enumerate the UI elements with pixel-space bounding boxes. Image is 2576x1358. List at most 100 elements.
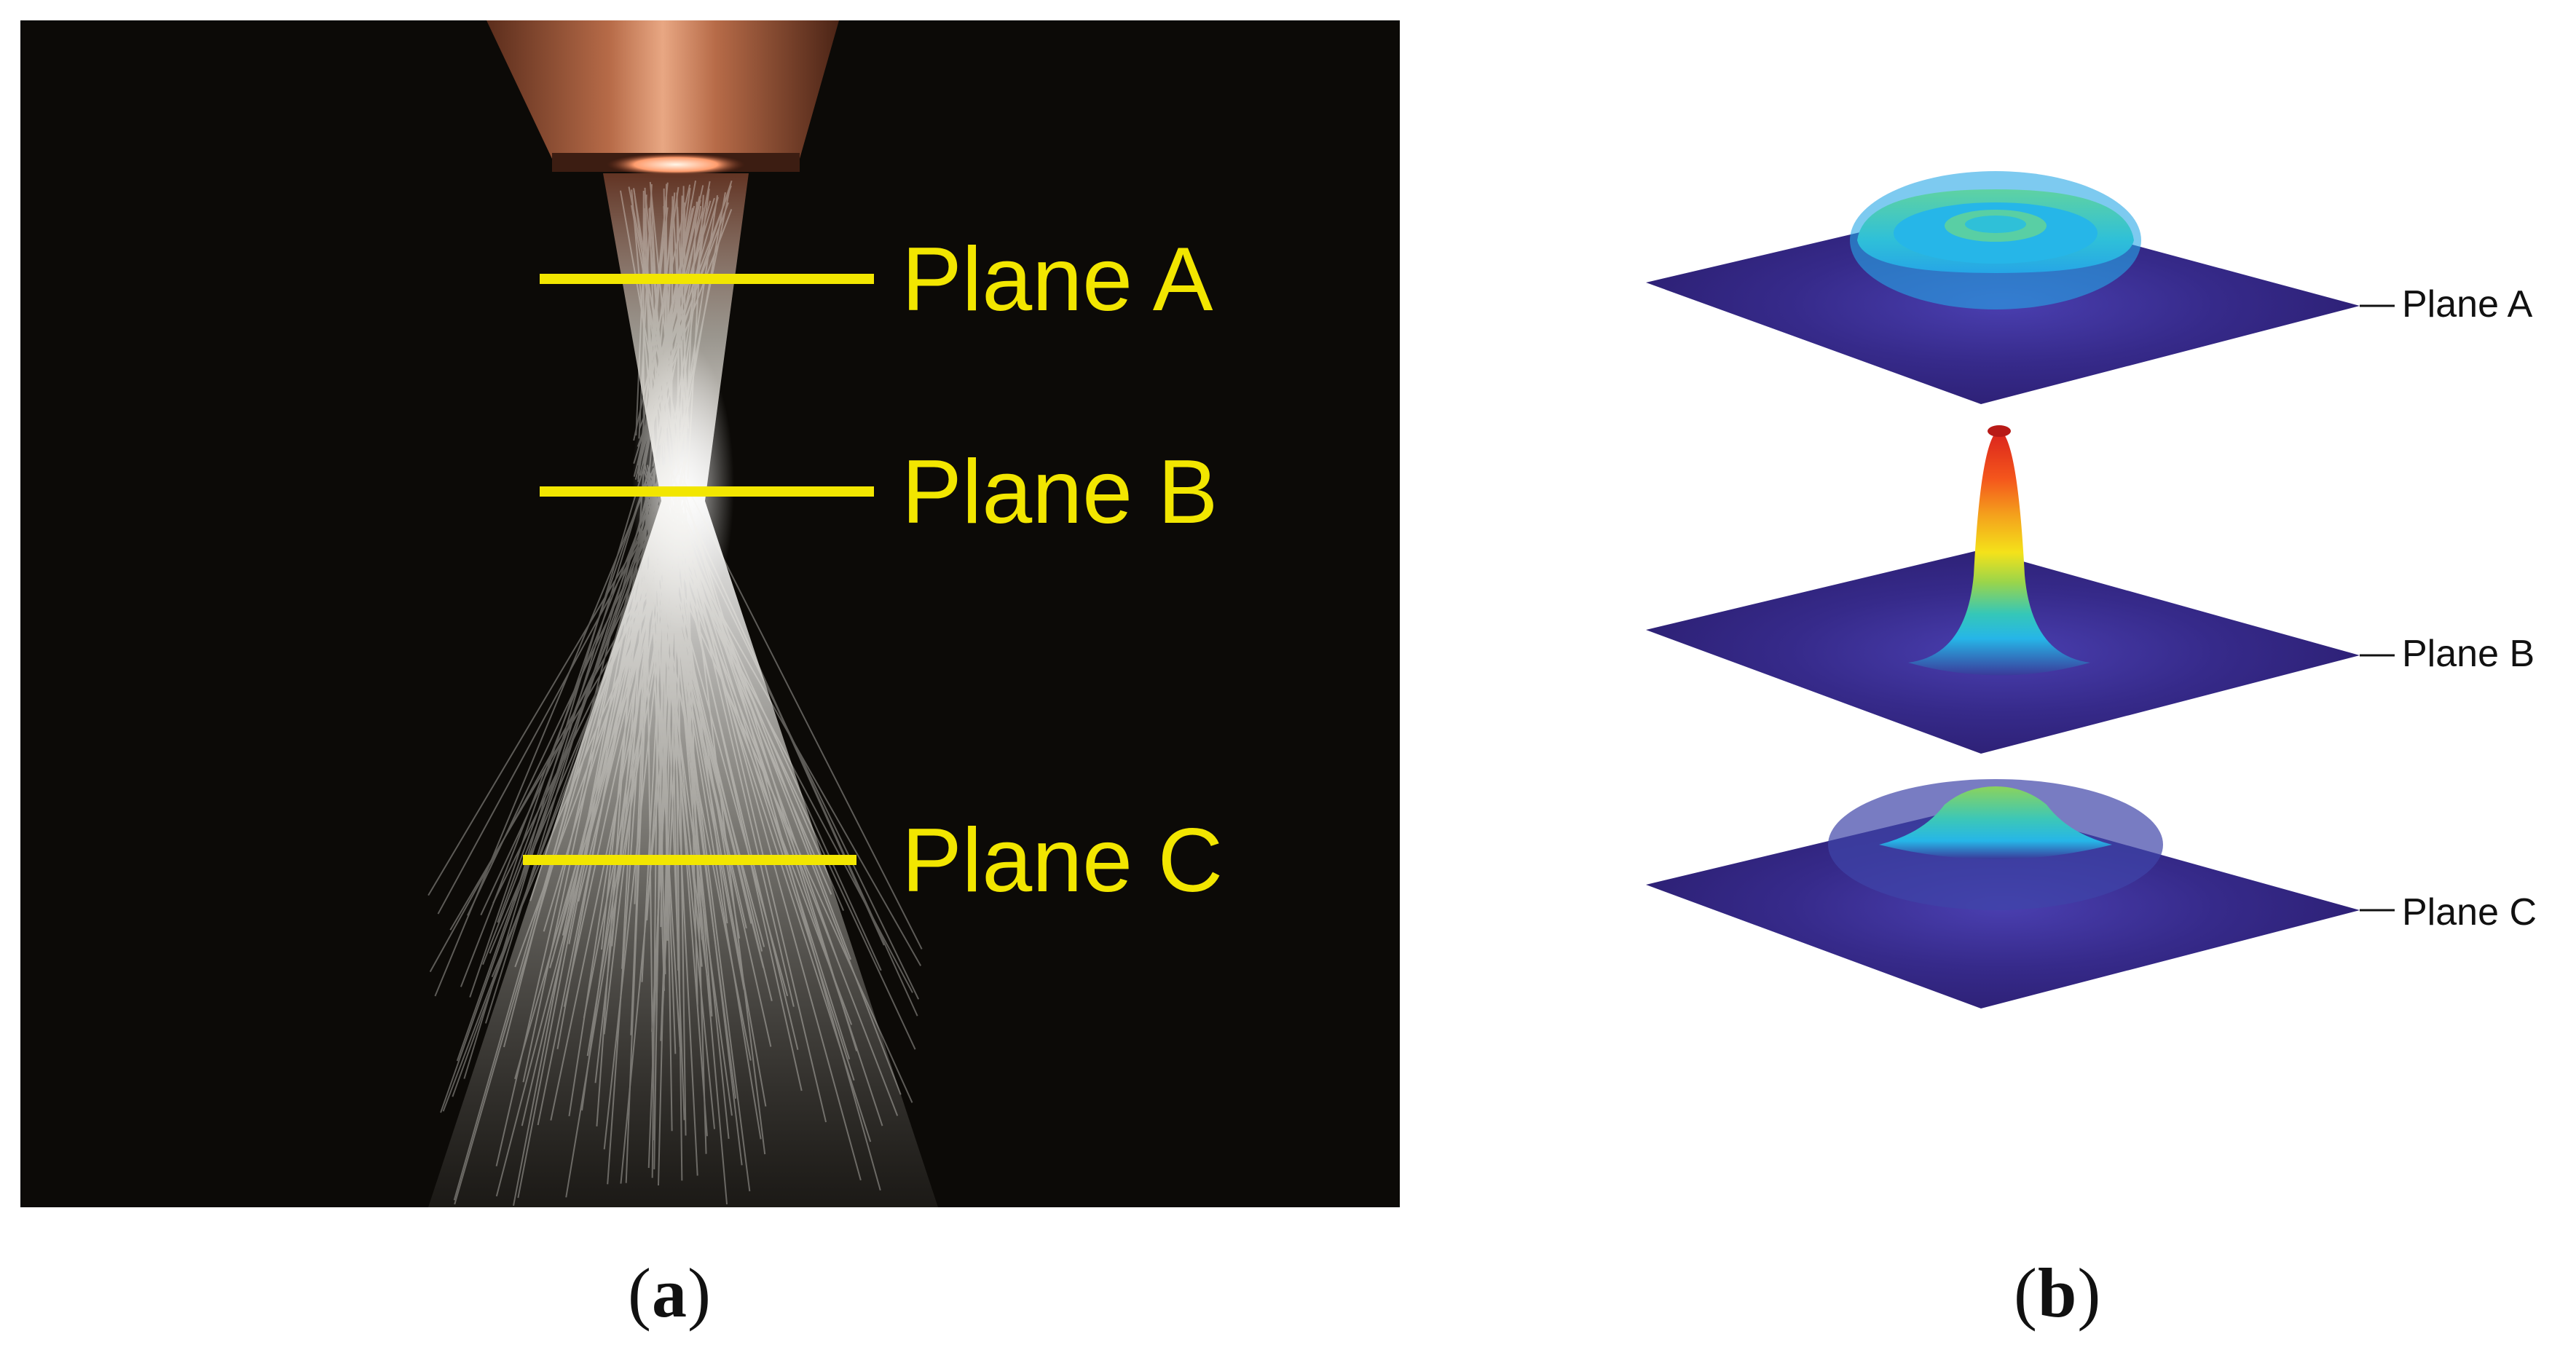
spray-streak: [667, 464, 885, 946]
spray-streak: [672, 209, 687, 435]
spray-streak: [649, 181, 678, 457]
spray-streak: [611, 478, 655, 947]
spray-streak: [646, 524, 675, 921]
spray-streak: [675, 508, 687, 1136]
spray-streak: [482, 493, 666, 966]
spray-streak: [434, 467, 655, 997]
spray-streak: [656, 495, 916, 1050]
spray-streak: [663, 188, 668, 429]
spray-streak: [644, 187, 655, 443]
spray-streak: [551, 507, 667, 962]
nozzle-orifice-glow: [607, 153, 745, 176]
spray-streak: [653, 492, 677, 1054]
spray-streak: [658, 483, 751, 1192]
spray-streak: [596, 462, 645, 1126]
spray-streak: [658, 192, 676, 483]
spray-streak: [675, 507, 862, 1181]
spray-streak: [537, 517, 661, 1126]
spray-streak: [637, 182, 669, 482]
spray-streak: [603, 465, 671, 1035]
spray-streak: [513, 530, 645, 1206]
spray-streak: [650, 198, 665, 457]
spray-streak: [666, 467, 680, 971]
spray-streak: [667, 467, 713, 1016]
spray-streak: [492, 531, 676, 904]
spray-streak: [453, 487, 660, 1201]
spray-streak: [685, 523, 852, 960]
spray-streak: [637, 200, 712, 471]
spray-streak: [639, 185, 732, 430]
spray-streak: [428, 497, 666, 896]
spray-streak: [628, 186, 680, 436]
spray-streak: [456, 500, 655, 1062]
spray-streak: [442, 518, 669, 1112]
spray-streak: [661, 534, 685, 1121]
spray-streak: [669, 504, 845, 912]
plane-a-label: Plane A: [902, 229, 1213, 330]
spray-streak: [637, 180, 733, 466]
spray-streak: [637, 208, 693, 465]
spray-streak: [672, 474, 827, 1123]
spray-streak: [607, 464, 660, 1185]
spray-streak: [645, 196, 667, 437]
spray-streak: [676, 195, 683, 449]
spray-streak: [480, 523, 664, 916]
spray-streak: [658, 181, 711, 446]
spray-streak: [661, 534, 687, 1025]
spray-streak: [681, 477, 923, 950]
spray-streak: [460, 477, 660, 987]
plane-b-label: Plane B: [902, 442, 1218, 542]
spray-streak: [644, 205, 696, 437]
spray-streak: [641, 207, 669, 440]
spray-streak: [648, 197, 719, 438]
spray-streak: [619, 190, 667, 449]
caption-a: (a): [628, 1254, 712, 1332]
surface-plane-a: [1646, 171, 2360, 404]
spray-streak: [568, 485, 660, 944]
spray-streak: [660, 508, 682, 1041]
spray-streak: [643, 208, 654, 452]
spray-streak: [651, 504, 661, 1178]
spray-streak: [631, 205, 680, 475]
spray-streak: [514, 496, 688, 968]
spray-streak: [674, 517, 855, 1081]
spray-streak: [663, 205, 676, 470]
spray-streak: [649, 499, 665, 991]
spray-streak: [661, 490, 669, 941]
spray-streak: [620, 523, 685, 1184]
spray-streak: [517, 539, 646, 1199]
spray-streak: [670, 480, 795, 1007]
spray-streak: [648, 516, 733, 1116]
spray-streak: [454, 497, 661, 1205]
spray-streak: [660, 482, 730, 1140]
surface-plane-c-label: Plane C: [2402, 891, 2537, 933]
spray-streak: [635, 194, 647, 436]
spray-streak: [671, 500, 728, 924]
spray-streak: [469, 470, 650, 998]
spray-streak: [634, 200, 701, 480]
surface-plane-c: [1646, 779, 2360, 1008]
spray-streak: [645, 542, 654, 1068]
spray-streak: [663, 477, 803, 1091]
spray-streak: [656, 495, 682, 922]
spray-streak: [647, 201, 674, 486]
spray-streak: [648, 208, 659, 439]
spray-streak: [625, 484, 655, 1183]
spray-streak: [563, 457, 686, 1007]
spray-streak: [673, 526, 683, 1181]
nozzle: [487, 20, 839, 176]
spray-streak: [581, 536, 661, 1111]
spray-streak: [550, 478, 685, 1121]
spray-streak: [678, 531, 703, 940]
spray-streak: [649, 208, 670, 485]
spray-streak: [495, 522, 645, 1166]
spray-streak: [642, 458, 763, 952]
spray-photo-panel: Plane A Plane B Plane C: [20, 20, 1400, 1207]
spray-streak: [671, 488, 883, 1126]
spray-streak: [549, 498, 683, 968]
spray-streak: [677, 195, 719, 453]
spray-streak: [562, 521, 655, 936]
surface-plane-b: [1646, 425, 2360, 754]
spray-streak: [452, 516, 662, 1097]
spray-streak: [687, 194, 704, 480]
